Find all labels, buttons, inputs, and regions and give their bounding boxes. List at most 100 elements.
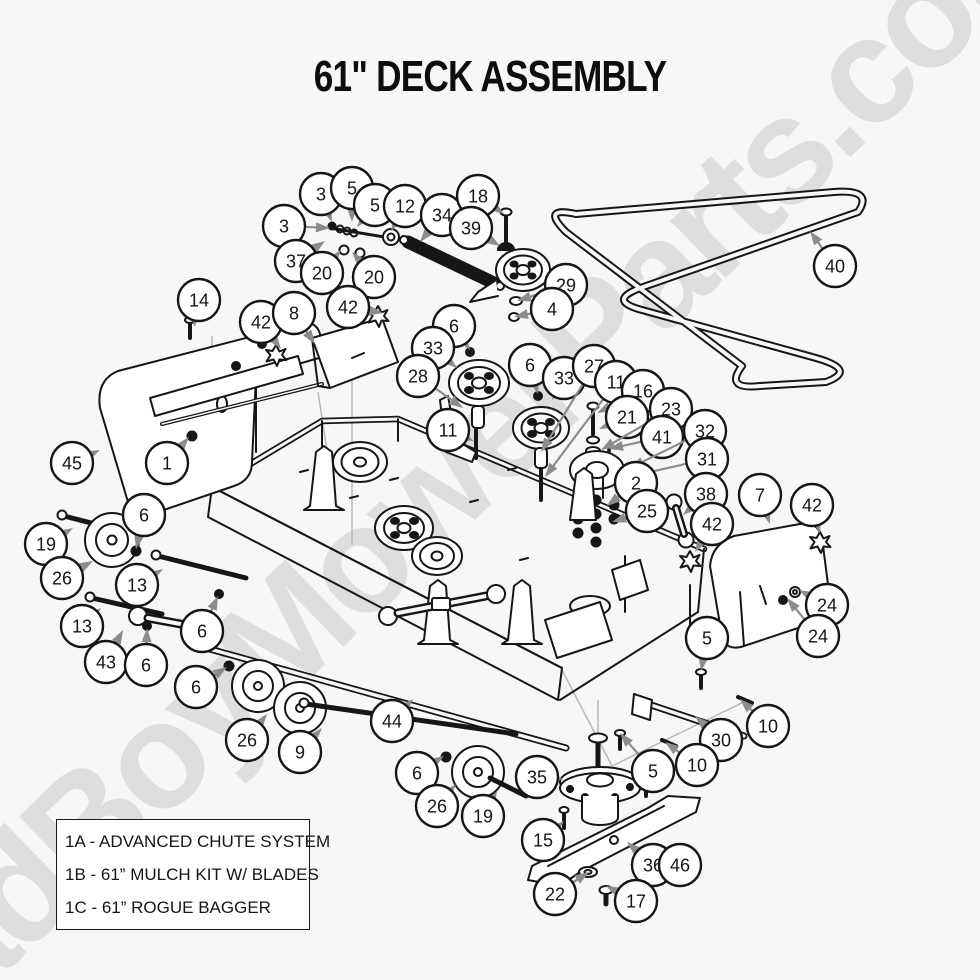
callout-20[interactable]: 20	[299, 250, 345, 296]
balloon-number: 28	[408, 367, 428, 387]
leader-arrowhead	[308, 728, 322, 742]
balloon-number: 33	[554, 369, 574, 389]
callout-12[interactable]: 12	[382, 183, 428, 231]
leader-line	[545, 384, 584, 445]
balloon-circle	[277, 729, 323, 775]
leader-arrowhead	[176, 437, 189, 451]
callout-46[interactable]: 46	[657, 842, 703, 888]
balloon-number: 7	[755, 486, 765, 506]
balloon-number: 12	[395, 197, 415, 217]
callout-40[interactable]: 40	[810, 231, 858, 289]
callout-6[interactable]: 6	[123, 628, 169, 688]
callout-42[interactable]: 42	[789, 482, 835, 533]
balloon-number: 24	[808, 627, 828, 647]
callout-26[interactable]: 26	[224, 714, 270, 763]
balloon-number: 31	[697, 450, 717, 470]
balloon-number: 19	[36, 535, 56, 555]
balloon-circle	[144, 440, 190, 486]
callout-44[interactable]: 44	[369, 698, 415, 744]
balloon-circle	[351, 254, 397, 300]
balloon-number: 5	[347, 179, 357, 199]
callout-25[interactable]: 25	[612, 488, 670, 534]
callout-6[interactable]: 6	[121, 492, 167, 549]
leader-arrowhead	[303, 329, 315, 344]
balloon-circle	[369, 698, 415, 744]
balloon-circle	[123, 642, 169, 688]
balloon-circle	[795, 613, 841, 659]
leader-arrowhead	[141, 628, 152, 643]
callout-4[interactable]: 4	[514, 286, 575, 332]
callout-28[interactable]: 28	[395, 353, 463, 408]
balloon-number: 6	[525, 356, 535, 376]
balloon-circle	[630, 748, 676, 794]
callout-26[interactable]: 26	[39, 555, 93, 601]
callout-45[interactable]: 45	[49, 440, 100, 486]
callout-6[interactable]: 6	[394, 750, 444, 796]
balloon-number: 26	[237, 731, 257, 751]
leader-line	[638, 439, 686, 465]
callout-39[interactable]: 39	[448, 205, 500, 251]
balloon-number: 15	[533, 831, 553, 851]
bracket-art	[265, 305, 399, 389]
balloon-circle	[173, 664, 219, 710]
balloon-number: 39	[461, 219, 481, 239]
callout-3[interactable]: 3	[261, 203, 330, 249]
balloon-number: 32	[695, 422, 715, 442]
balloon-circle	[49, 440, 95, 486]
callout-19[interactable]: 19	[460, 791, 506, 839]
leader-arrowhead	[787, 598, 800, 613]
callout-20[interactable]: 20	[351, 252, 397, 300]
callout-9[interactable]: 9	[277, 728, 323, 775]
balloon-number: 22	[545, 885, 565, 905]
balloon-circle	[224, 717, 270, 763]
balloon-number: 42	[251, 313, 271, 333]
callout-10[interactable]: 10	[665, 742, 720, 788]
callout-24[interactable]: 24	[787, 598, 841, 659]
balloon-number: 10	[758, 717, 778, 737]
callout-1[interactable]: 1	[144, 437, 190, 486]
leader-arrowhead	[740, 699, 754, 713]
leader-arrowhead	[541, 437, 553, 452]
callout-6[interactable]: 6	[179, 596, 225, 654]
leader-arrowhead	[207, 596, 218, 611]
callout-5[interactable]: 5	[620, 733, 676, 794]
balloon-circle	[737, 472, 783, 518]
callout-10[interactable]: 10	[740, 699, 791, 749]
balloon-number: 18	[468, 187, 488, 207]
balloon-circle	[395, 353, 441, 399]
callout-17[interactable]: 17	[606, 878, 659, 924]
callout-11[interactable]: 11	[425, 407, 474, 453]
callout-26[interactable]: 26	[414, 783, 460, 829]
leader-line	[550, 398, 604, 470]
callout-8[interactable]: 8	[271, 290, 317, 344]
balloon-circle	[114, 562, 160, 608]
balloon-circle	[532, 871, 578, 917]
callout-22[interactable]: 22	[532, 871, 589, 917]
callout-35[interactable]: 35	[514, 754, 563, 800]
callout-42[interactable]: 42	[325, 284, 383, 330]
balloon-number: 34	[432, 206, 452, 226]
damper-art	[399, 235, 505, 291]
callout-42[interactable]: 42	[689, 501, 735, 552]
balloon-circle	[448, 205, 494, 251]
balloon-number: 42	[338, 298, 358, 318]
callout-15[interactable]: 15	[520, 817, 566, 863]
leader-arrowhead	[352, 252, 366, 266]
callout-13[interactable]: 13	[114, 562, 163, 608]
callout-13[interactable]: 13	[59, 603, 105, 649]
balloon-circle	[657, 842, 703, 888]
callout-7[interactable]: 7	[737, 472, 783, 524]
callout-43[interactable]: 43	[83, 630, 129, 685]
leader-arrowhead	[517, 291, 532, 302]
callout-19[interactable]: 19	[23, 521, 73, 567]
legend-item-1b: 1B - 61” MULCH KIT W/ BLADES	[65, 865, 319, 884]
balloon-number: 25	[637, 502, 657, 522]
balloon-circle	[394, 750, 440, 796]
balloon-number: 40	[825, 257, 845, 277]
callout-14[interactable]: 14	[176, 277, 222, 327]
balloon-number: 20	[312, 264, 332, 284]
balloon-number: 10	[687, 756, 707, 776]
callout-5[interactable]: 5	[684, 615, 730, 671]
callout-6[interactable]: 6	[173, 664, 227, 710]
